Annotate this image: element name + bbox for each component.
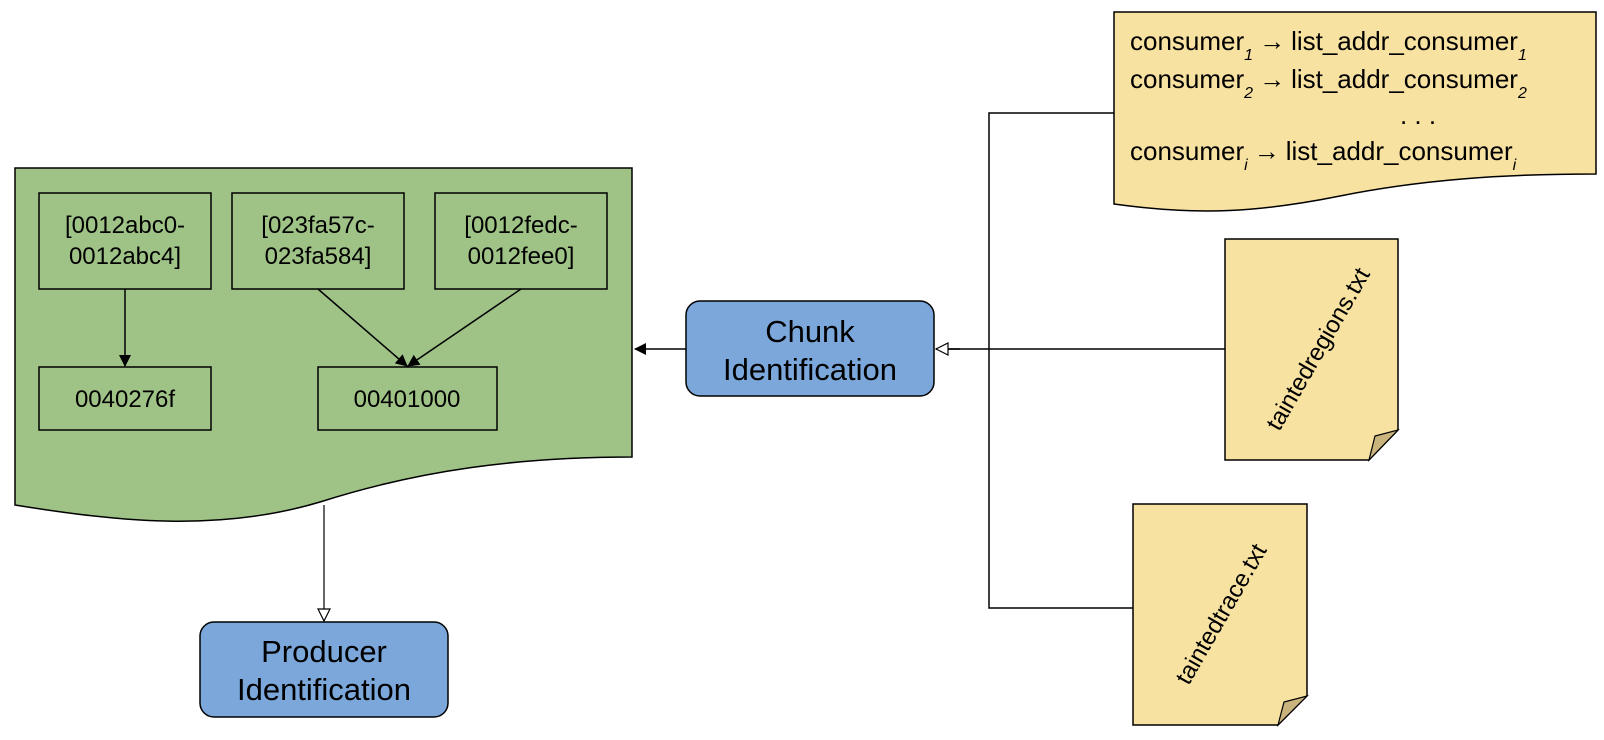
edge-range2-to-address2 xyxy=(317,288,408,367)
edge-range3-to-address2 xyxy=(407,288,522,367)
chunk-identification-line1: Chunk xyxy=(765,314,855,349)
range-box-1: [0012abc0- 0012abc4] xyxy=(38,192,212,290)
range-box-3-line2: 0012fee0] xyxy=(468,243,575,270)
producer-identification-line1: Producer xyxy=(261,634,387,669)
address-box-1-label: 0040276f xyxy=(75,386,175,413)
chunk-identification-node: Chunk Identification xyxy=(685,300,935,397)
range-box-1-line1: [0012abc0- xyxy=(65,212,185,239)
chunk-identification-line2: Identification xyxy=(723,352,897,387)
producer-identification-node: Producer Identification xyxy=(199,621,449,718)
edge-inputs-to-chunk xyxy=(936,112,1225,609)
tainted-regions-file: taintedregions.txt xyxy=(1224,238,1400,463)
producer-identification-line2: Identification xyxy=(237,672,411,707)
range-box-2-line2: 023fa584] xyxy=(265,243,372,270)
address-box-1: 0040276f xyxy=(38,366,212,431)
consumer-map-row-2: consumer2→list_addr_consumer2 xyxy=(1130,64,1527,102)
consumer-map-row-1: consumer1→list_addr_consumer1 xyxy=(1130,26,1527,64)
tainted-trace-file: taintedtrace.txt xyxy=(1132,503,1309,727)
consumer-map-document: consumer1→list_addr_consumer1 consumer2→… xyxy=(1113,11,1597,212)
memory-document-shape xyxy=(14,167,633,522)
range-box-1-line2: 0012abc4] xyxy=(69,243,181,270)
address-box-2: 00401000 xyxy=(317,366,498,431)
address-box-2-label: 00401000 xyxy=(354,386,461,413)
range-box-3-line1: [0012fedc- xyxy=(464,212,577,239)
consumer-map-ellipsis: . . . xyxy=(1400,100,1436,130)
consumer-map-row-i: consumeri→list_addr_consumeri xyxy=(1130,136,1517,174)
range-box-3: [0012fedc- 0012fee0] xyxy=(434,192,608,290)
range-box-2-line1: [023fa57c- xyxy=(261,212,374,239)
